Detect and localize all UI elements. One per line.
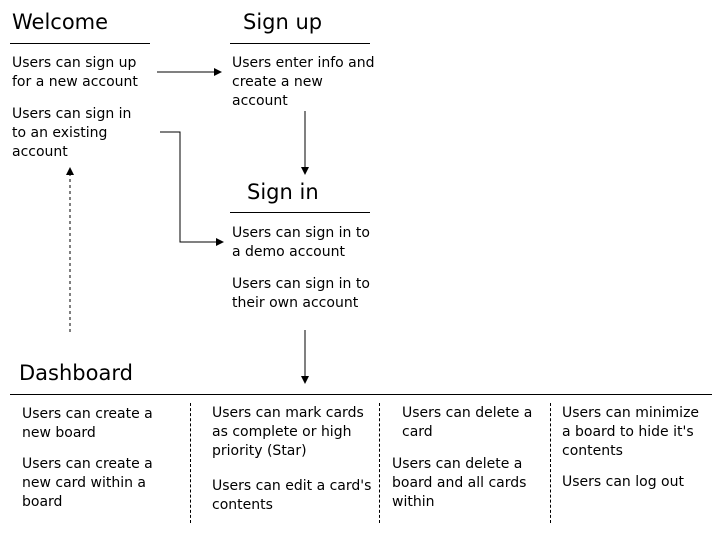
column-divider: [379, 403, 380, 523]
dashboard-item: Users can minimize a board to hide it's …: [562, 405, 700, 459]
dashboard-column-4: Users can minimize a board to hide it's …: [562, 404, 712, 492]
welcome-block: Welcome: [12, 10, 157, 34]
dashboard-item: Users can log out: [562, 474, 684, 490]
signup-title: Sign up: [243, 10, 323, 34]
signin-title: Sign in: [247, 180, 319, 204]
signup-item: Users enter info and create a new accoun…: [232, 55, 375, 109]
dashboard-item: Users can mark cards as complete or high…: [212, 405, 364, 459]
welcome-item-signup: Users can sign up for a new account: [12, 55, 138, 90]
signin-item-own: Users can sign in to their own account: [232, 276, 370, 311]
dashboard-title: Dashboard: [19, 361, 133, 385]
column-divider: [190, 403, 191, 523]
welcome-title: Welcome: [12, 10, 109, 34]
welcome-rule: [10, 43, 150, 44]
dashboard-column-1: Users can create a new board Users can c…: [22, 405, 182, 512]
dashboard-column-3: Users can delete a card Users can delete…: [392, 404, 542, 512]
welcome-item-signin: Users can sign in to an existing account: [12, 106, 132, 160]
dashboard-item: Users can delete a board and all cards w…: [392, 456, 527, 510]
column-divider: [550, 403, 551, 523]
dashboard-item: Users can create a new card within a boa…: [22, 456, 153, 510]
arrow-welcome-to-signin: [160, 131, 224, 246]
signin-rule: [230, 212, 370, 213]
dashboard-rule: [10, 394, 712, 395]
dashboard-column-2: Users can mark cards as complete or high…: [212, 404, 372, 515]
signin-item-demo: Users can sign in to a demo account: [232, 225, 370, 260]
dashboard-item: Users can edit a card's contents: [212, 478, 372, 513]
signup-rule: [230, 43, 370, 44]
dashboard-item: Users can create a new board: [22, 406, 153, 441]
dashboard-item: Users can delete a card: [402, 405, 533, 440]
